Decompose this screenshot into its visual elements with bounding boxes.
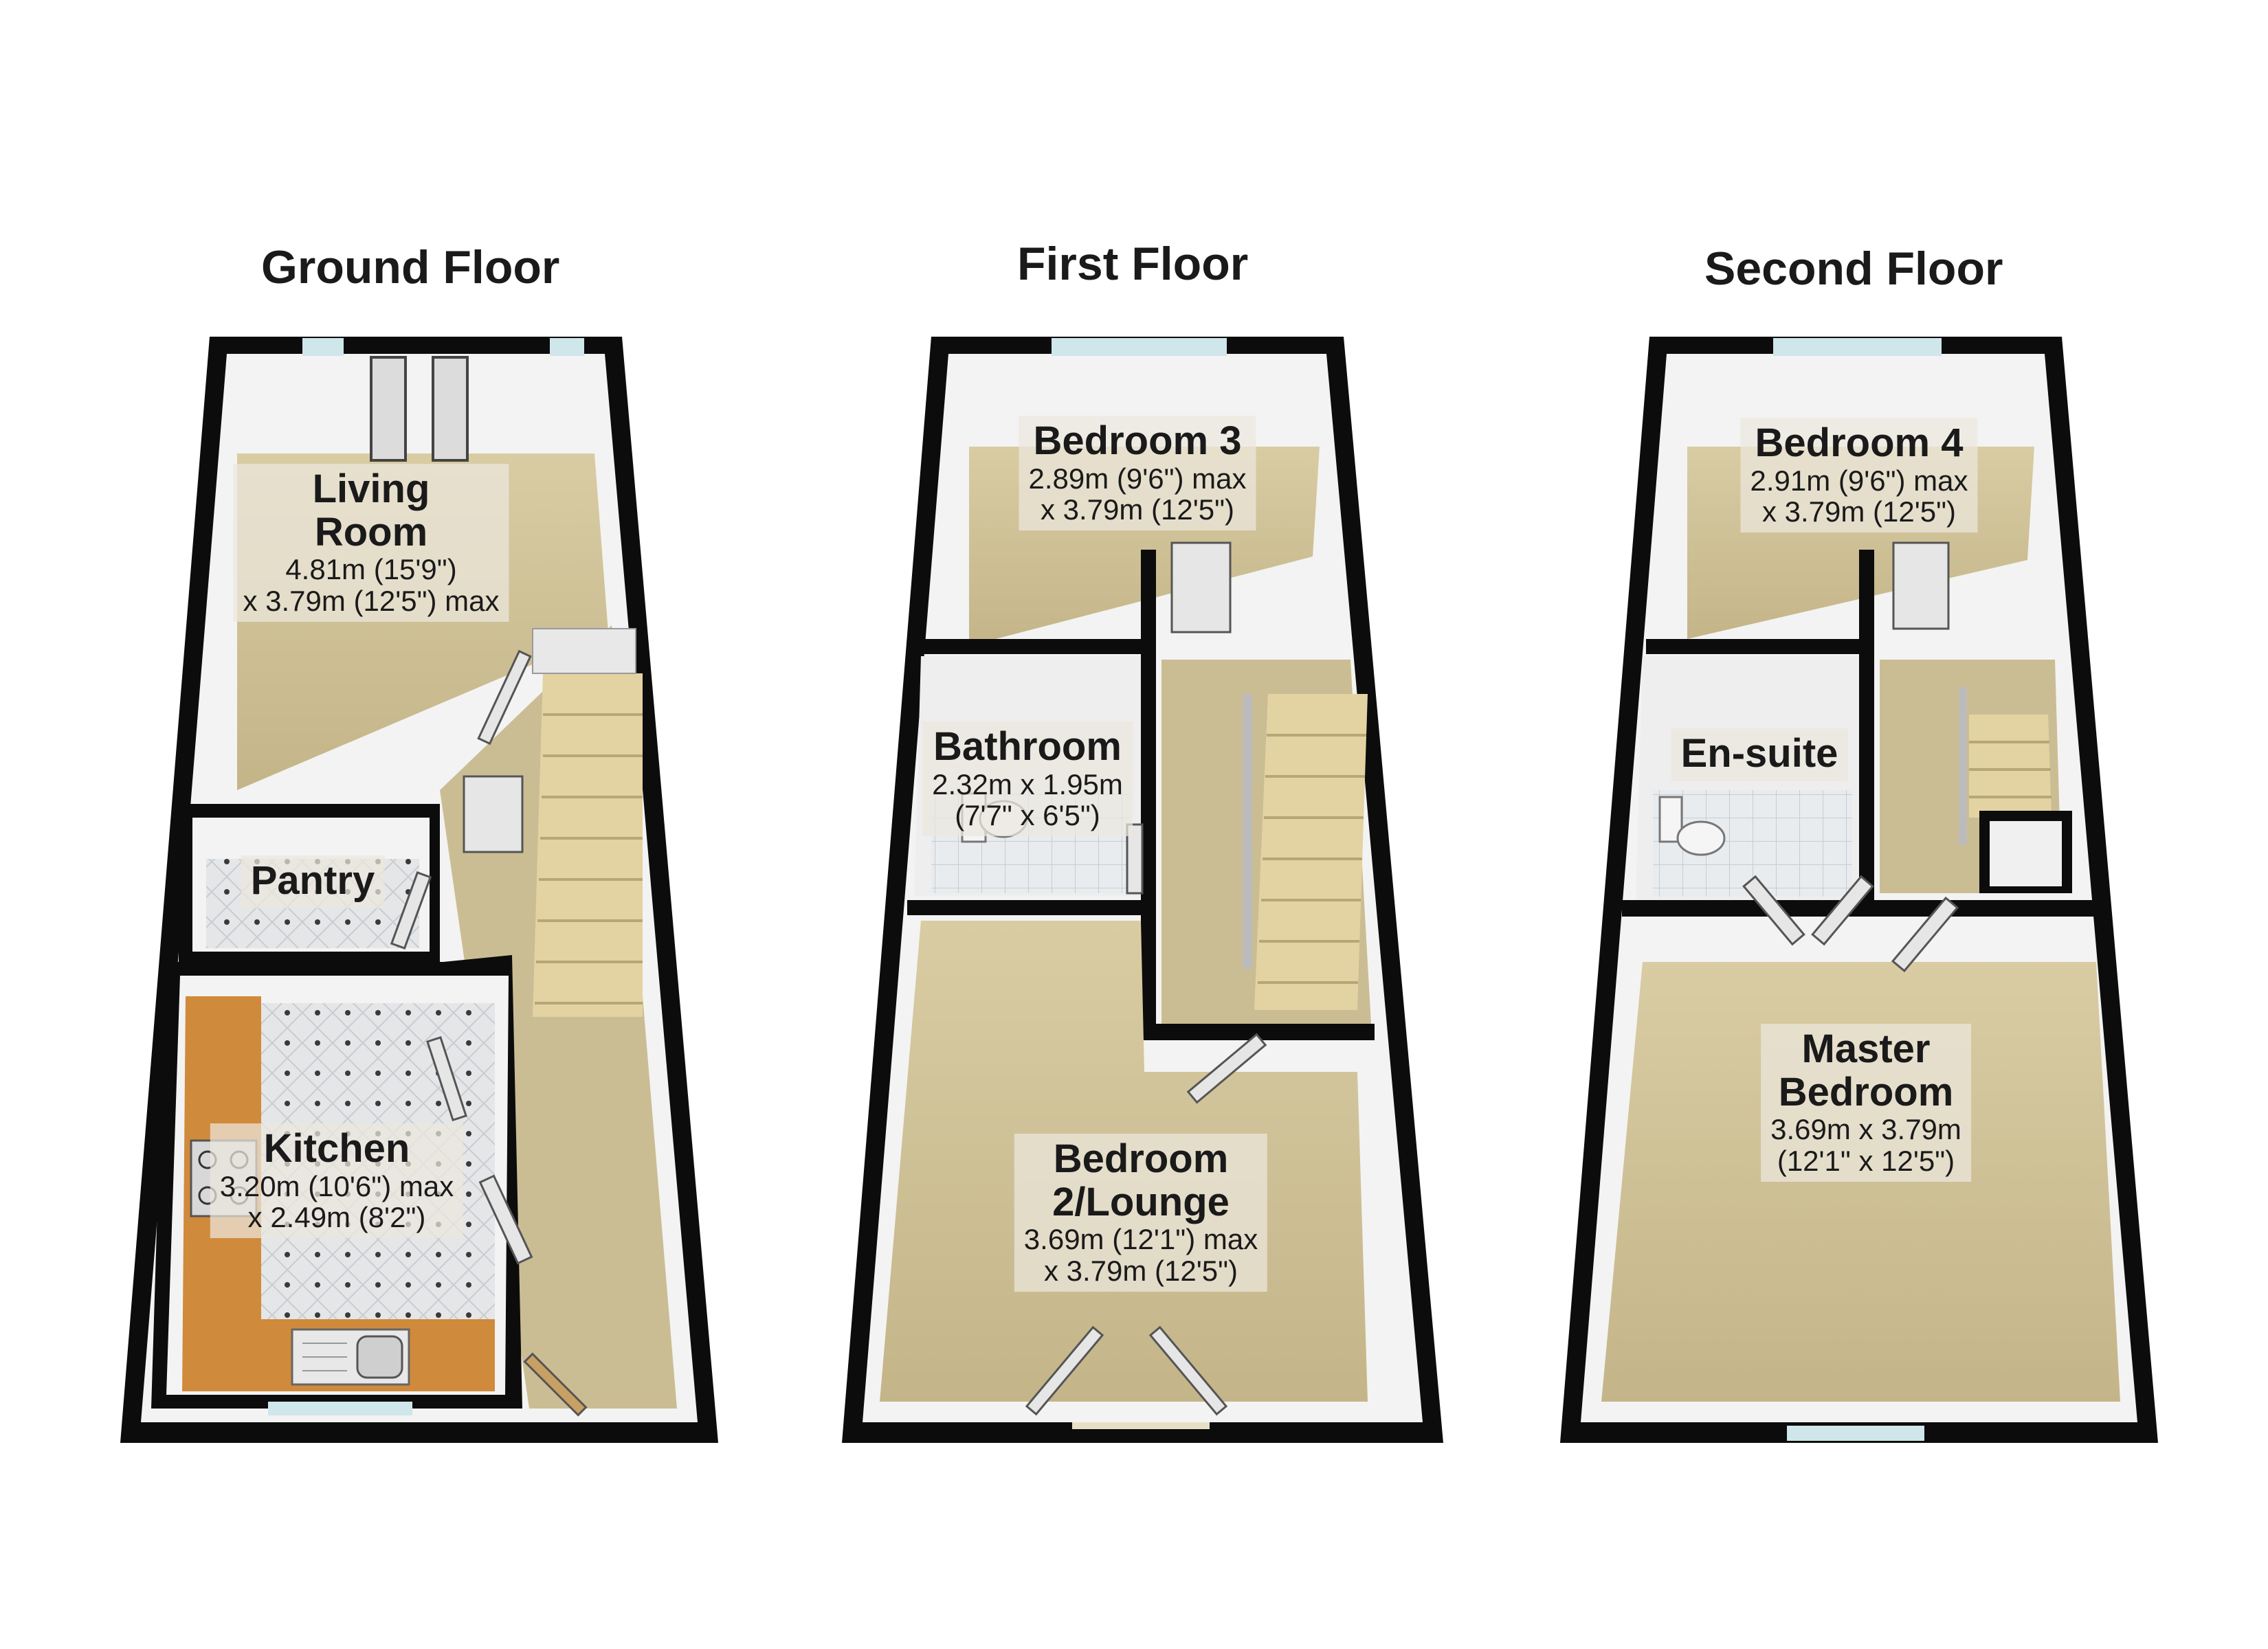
- second-floor-title: Second Floor: [1704, 243, 2003, 295]
- room-label-bathroom: Bathroom 2.32m x 1.95m (7'7" x 6'5"): [922, 721, 1133, 837]
- door-icon: [478, 1174, 533, 1265]
- sink-icon: [291, 1328, 410, 1386]
- ground-floor-title: Ground Floor: [261, 241, 560, 293]
- first-floor-stairs: [1243, 694, 1368, 1010]
- room-label-bedroom-3: Bedroom 3 2.89m (9'6") max x 3.79m (12'5…: [1019, 416, 1256, 531]
- room-label-bedroom-4: Bedroom 4 2.91m (9'6") max x 3.79m (12'5…: [1740, 418, 1978, 533]
- door-icon: [1811, 875, 1874, 946]
- window-icon: [268, 1402, 412, 1415]
- master-bedroom-floor: [1601, 962, 2120, 1402]
- door-icon: [1186, 1033, 1267, 1104]
- front-door-icon: [523, 1352, 588, 1417]
- room-label-en-suite: En-suite: [1671, 728, 1848, 781]
- cupboard: [1990, 821, 2062, 886]
- door-icon: [1891, 896, 1959, 973]
- toilet-icon: [1658, 796, 1726, 856]
- french-door-icon: [370, 356, 469, 462]
- window-icon: [1787, 1426, 1924, 1441]
- room-label-bedroom-2-lounge: Bedroom 2/Lounge 3.69m (12'1") max x 3.7…: [1014, 1134, 1268, 1292]
- second-floor-plan: [1560, 337, 2158, 1443]
- door-icon: [1742, 875, 1805, 946]
- kitchen-worktop: [182, 996, 495, 1391]
- room-label-living-room: Living Room 4.81m (15'9") x 3.79m (12'5"…: [233, 464, 509, 622]
- first-floor-title: First Floor: [1017, 238, 1249, 290]
- door-icon: [1148, 1325, 1228, 1416]
- door-icon: [1892, 541, 1950, 630]
- door-icon: [390, 871, 432, 950]
- door-icon: [1126, 823, 1144, 895]
- room-label-pantry: Pantry: [241, 855, 385, 908]
- window-icon: [302, 338, 344, 356]
- window-icon: [550, 338, 584, 356]
- window-icon: [1052, 338, 1227, 356]
- room-label-master-bedroom: Master Bedroom 3.69m x 3.79m (12'1" x 12…: [1761, 1024, 1971, 1182]
- door-icon: [477, 649, 532, 745]
- ground-floor-stairs: [532, 628, 643, 1017]
- door-icon: [1025, 1325, 1104, 1416]
- door-icon: [463, 775, 524, 853]
- second-floor-stairs: [1959, 687, 2052, 845]
- door-icon: [1170, 541, 1232, 633]
- door-icon: [426, 1035, 467, 1122]
- window-icon: [1773, 338, 1942, 356]
- room-label-kitchen: Kitchen 3.20m (10'6") max x 2.49m (8'2"): [210, 1123, 464, 1239]
